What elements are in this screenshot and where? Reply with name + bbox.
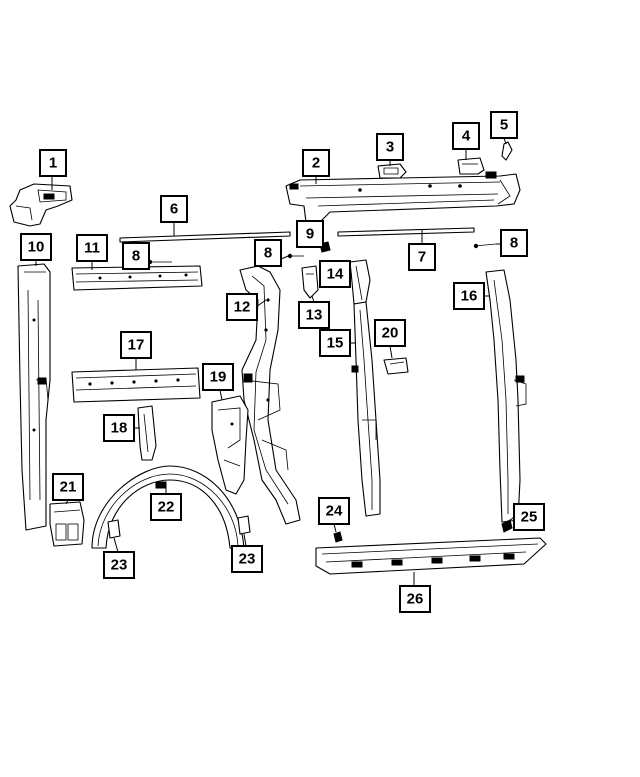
callout-4: 4 [452,122,480,150]
part-1-corner-bracket [9,183,73,227]
svg-text:11: 11 [84,240,100,257]
svg-text:15: 15 [327,335,344,352]
svg-text:21: 21 [60,479,77,496]
callout-10: 10 [20,233,52,261]
svg-text:24: 24 [326,503,343,520]
callout-25: 25 [513,503,545,531]
part-26-rocker-sill [315,537,547,575]
callout-labels: 1 2 3 4 5 6 7 8 [20,111,545,613]
callout-20: 20 [374,319,406,347]
callout-23-b: 23 [231,545,263,573]
callout-3: 3 [376,133,404,161]
svg-text:8: 8 [264,245,272,262]
callout-26: 26 [399,585,431,613]
part-18-bracket [137,405,157,461]
callout-8-b: 8 [254,239,282,267]
svg-text:13: 13 [306,307,323,324]
svg-text:12: 12 [234,299,251,316]
part-24-clip [333,531,343,543]
svg-text:8: 8 [132,248,140,265]
callout-24: 24 [318,497,350,525]
svg-text:19: 19 [210,369,227,386]
svg-text:10: 10 [28,239,45,256]
svg-text:16: 16 [461,288,478,305]
svg-text:26: 26 [407,591,424,608]
callout-5: 5 [490,111,518,139]
callout-15: 15 [319,329,351,357]
svg-text:22: 22 [158,499,175,516]
svg-text:4: 4 [462,128,471,145]
svg-text:8: 8 [510,235,518,252]
callout-17: 17 [120,331,152,359]
part-16-rear-pillar [485,269,527,523]
callout-9: 9 [296,220,324,248]
svg-text:2: 2 [312,155,320,172]
callout-21: 21 [52,473,84,501]
callout-2: 2 [302,149,330,177]
part-25-clip [501,519,513,533]
part-7-strip [337,227,475,237]
callout-23-a: 23 [103,551,135,579]
callout-6: 6 [160,195,188,223]
callout-13: 13 [298,301,330,329]
part-11-panel [71,265,203,291]
callout-22: 22 [150,493,182,521]
callout-16: 16 [453,282,485,310]
callout-7: 7 [408,243,436,271]
part-12-center-pillar [239,265,301,525]
part-10-front-pillar [17,263,51,531]
part-15-b-pillar-inner [351,301,381,517]
part-4-bracket [457,157,485,175]
callout-18: 18 [103,414,135,442]
svg-text:17: 17 [128,337,145,354]
svg-text:9: 9 [306,226,314,243]
part-3-bracket [377,163,407,179]
part-19-wheelhouse-inner [211,395,249,495]
part-17-panel [71,367,201,403]
part-20-bracket [383,357,409,375]
part-23-pads [107,515,251,539]
callout-11: 11 [76,234,108,262]
svg-text:7: 7 [418,249,426,266]
svg-text:1: 1 [49,155,57,172]
svg-text:25: 25 [521,509,538,526]
svg-text:23: 23 [111,557,128,574]
svg-text:3: 3 [386,139,394,156]
callout-12: 12 [226,293,258,321]
part-6-strip [119,231,291,243]
svg-text:20: 20 [382,325,399,342]
part-14-pillar-top [349,259,371,305]
callout-8-a: 8 [122,242,150,270]
svg-text:18: 18 [111,420,128,437]
svg-text:14: 14 [327,266,344,283]
part-21-box-bracket [49,501,85,547]
svg-text:6: 6 [170,201,178,218]
part-5-clip [501,141,513,161]
part-2-roof-side-rail [285,171,521,227]
callout-1: 1 [39,149,67,177]
callout-19: 19 [202,363,234,391]
svg-text:23: 23 [239,551,256,568]
callout-14: 14 [319,260,351,288]
callout-8-c: 8 [500,229,528,257]
part-13-bracket [301,265,319,299]
svg-text:5: 5 [500,117,508,134]
